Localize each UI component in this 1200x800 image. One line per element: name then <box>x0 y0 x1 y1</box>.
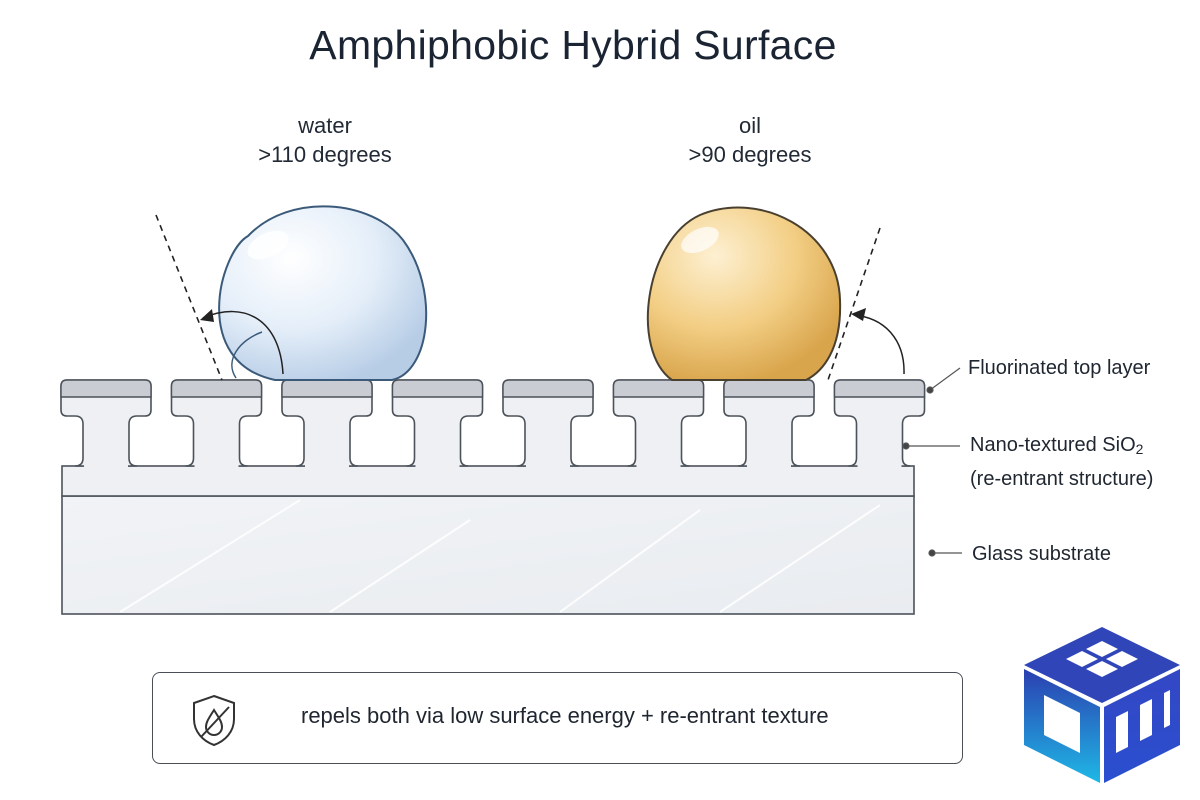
caption-text: repels both via low surface energy + re-… <box>301 703 829 728</box>
water-highlight <box>247 230 289 260</box>
cube-logo-icon <box>1024 627 1180 783</box>
nano-line2: (re-entrant structure) <box>970 467 1154 490</box>
fluorinated-cap <box>60 379 152 398</box>
reentrant-post <box>60 379 152 467</box>
oil-angle-arc <box>853 314 905 375</box>
reentrant-post <box>833 379 926 467</box>
oil-label: oil >90 degrees <box>650 111 850 169</box>
oil-arrow-head <box>851 308 866 321</box>
post-joint <box>415 457 460 468</box>
oil-droplet <box>646 206 842 381</box>
water-droplet-neck <box>231 331 263 379</box>
page-title: Amphiphobic Hybrid Surface <box>309 22 837 68</box>
reentrant-post <box>723 379 815 467</box>
glass-substrate <box>61 495 915 615</box>
shield-no-drop-icon <box>193 694 235 747</box>
label-nano-textured: Nano-textured SiO2 (re-entrant structure… <box>970 430 1153 494</box>
fluorinated-cap <box>723 379 815 398</box>
reentrant-post <box>502 379 594 467</box>
reentrant-post <box>170 379 263 467</box>
post-joint <box>305 457 349 468</box>
fluorinated-cap <box>281 379 373 398</box>
water-droplet <box>218 205 428 381</box>
fluorinated-cap <box>612 379 705 398</box>
oil-angle: >90 degrees <box>688 142 812 167</box>
glass-reflections <box>119 499 881 613</box>
leader-lines <box>902 367 962 557</box>
post-joint <box>857 457 902 468</box>
post-joint <box>747 457 791 468</box>
post-joint <box>636 457 681 468</box>
nano-textured-sio2 <box>60 379 926 497</box>
nano-line1: Nano-textured SiO <box>970 434 1136 456</box>
label-glass-substrate: Glass substrate <box>972 543 1111 565</box>
fluorinated-cap <box>502 379 594 398</box>
nano-subscript: 2 <box>1135 440 1144 457</box>
oil-contact-line <box>827 227 881 381</box>
post-joint <box>84 457 128 468</box>
oil-highlight <box>681 226 719 254</box>
sio2-base-band <box>61 465 915 497</box>
water-angle: >110 degrees <box>258 142 392 167</box>
water-name: water <box>298 113 352 138</box>
reentrant-post <box>281 379 373 467</box>
post-joint <box>194 457 239 468</box>
fluorinated-cap <box>833 379 926 398</box>
water-contact-line <box>155 214 223 381</box>
fluorinated-cap <box>170 379 263 398</box>
caption-box: repels both via low surface energy + re-… <box>152 672 963 764</box>
post-joint <box>526 457 570 468</box>
water-angle-arc <box>202 310 284 375</box>
reentrant-post <box>391 379 484 467</box>
water-label: water >110 degrees <box>225 111 425 169</box>
reentrant-post <box>612 379 705 467</box>
fluorinated-cap <box>391 379 484 398</box>
label-fluorinated-layer: Fluorinated top layer <box>968 357 1151 379</box>
water-arrow-head <box>200 309 214 322</box>
oil-name: oil <box>738 113 761 138</box>
